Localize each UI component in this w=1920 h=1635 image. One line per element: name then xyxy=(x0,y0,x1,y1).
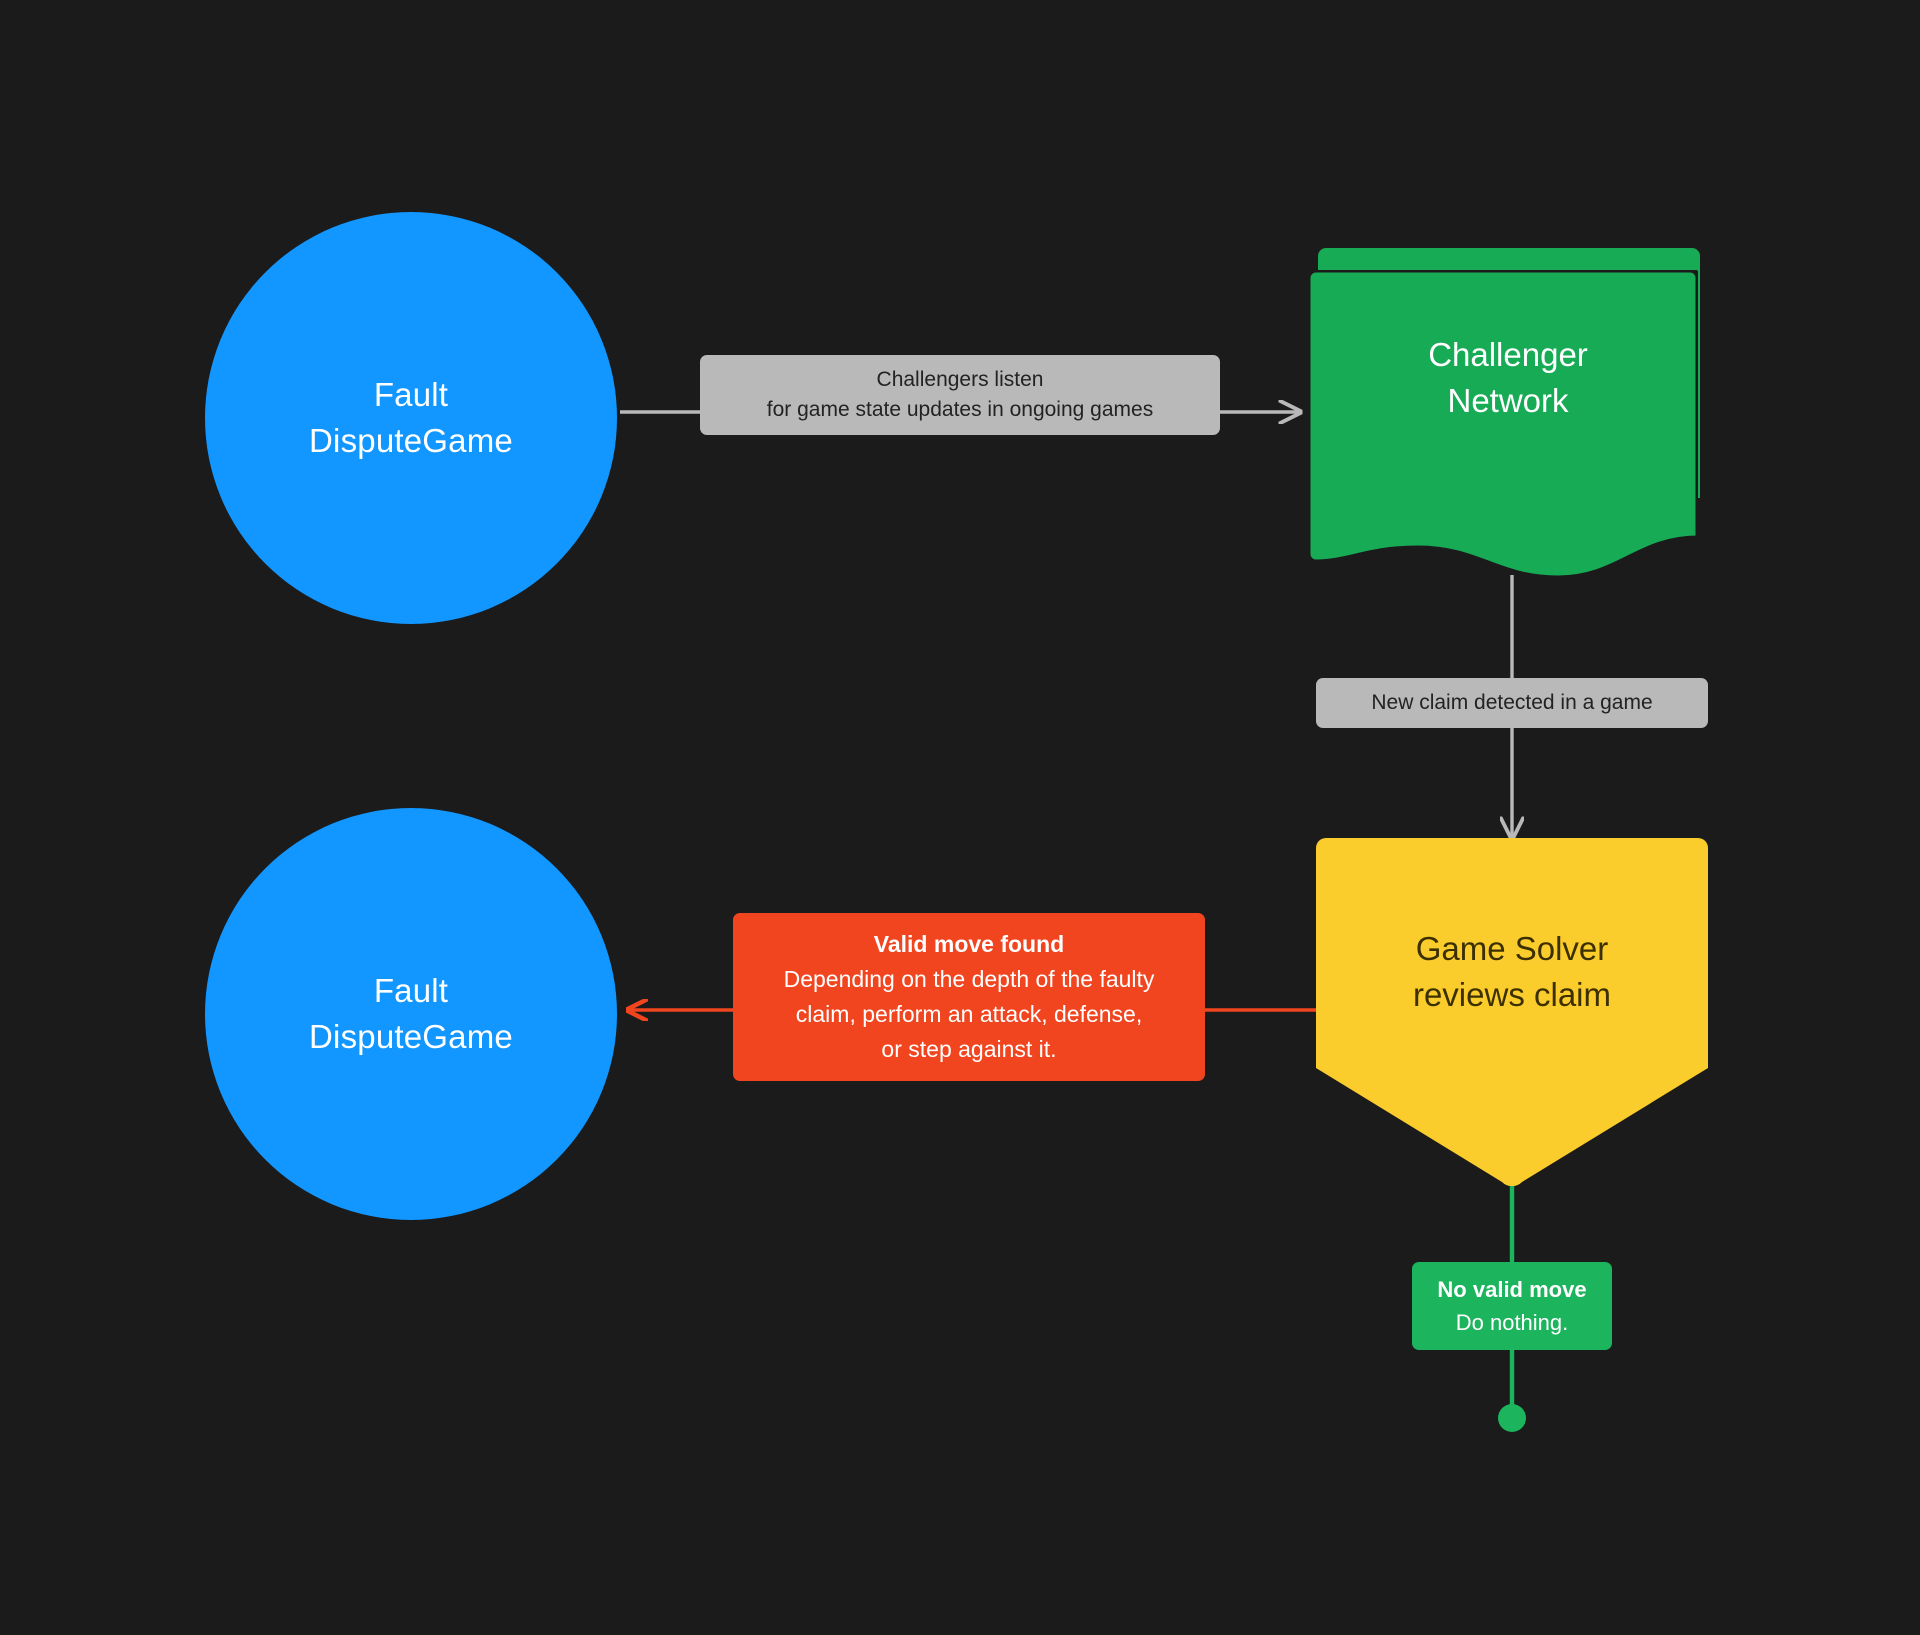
end-dot xyxy=(1498,1404,1526,1432)
node-fault-dispute-game-top-label: Fault DisputeGame xyxy=(309,376,513,459)
edge-label-valid-move-found: Valid move found Depending on the depth … xyxy=(733,913,1205,1081)
edge-label-valid-move-title: Valid move found xyxy=(873,931,1065,957)
node-fault-dispute-game-top[interactable]: Fault DisputeGame xyxy=(205,212,617,624)
edge-label-new-claim-detected: New claim detected in a game xyxy=(1316,678,1708,729)
edge-label-no-valid-move: No valid move Do nothing. xyxy=(1412,1262,1612,1350)
edge-label-valid-move-body: Depending on the depth of the faulty cla… xyxy=(783,965,1155,1062)
node-fault-dispute-game-bottom[interactable]: Fault DisputeGame xyxy=(205,808,617,1220)
node-challenger-network[interactable]: Challenger Network xyxy=(1308,248,1708,580)
node-fault-dispute-game-bottom-label: Fault DisputeGame xyxy=(309,972,513,1055)
edge-label-no-valid-move-title: No valid move xyxy=(1437,1277,1587,1302)
edge-label-no-valid-move-body: Do nothing. xyxy=(1455,1310,1569,1335)
document-front-sheet xyxy=(1308,270,1698,580)
node-game-solver[interactable]: Game Solver reviews claim xyxy=(1316,838,1708,1186)
edge-label-challengers-listen: Challengers listen for game state update… xyxy=(700,355,1220,436)
